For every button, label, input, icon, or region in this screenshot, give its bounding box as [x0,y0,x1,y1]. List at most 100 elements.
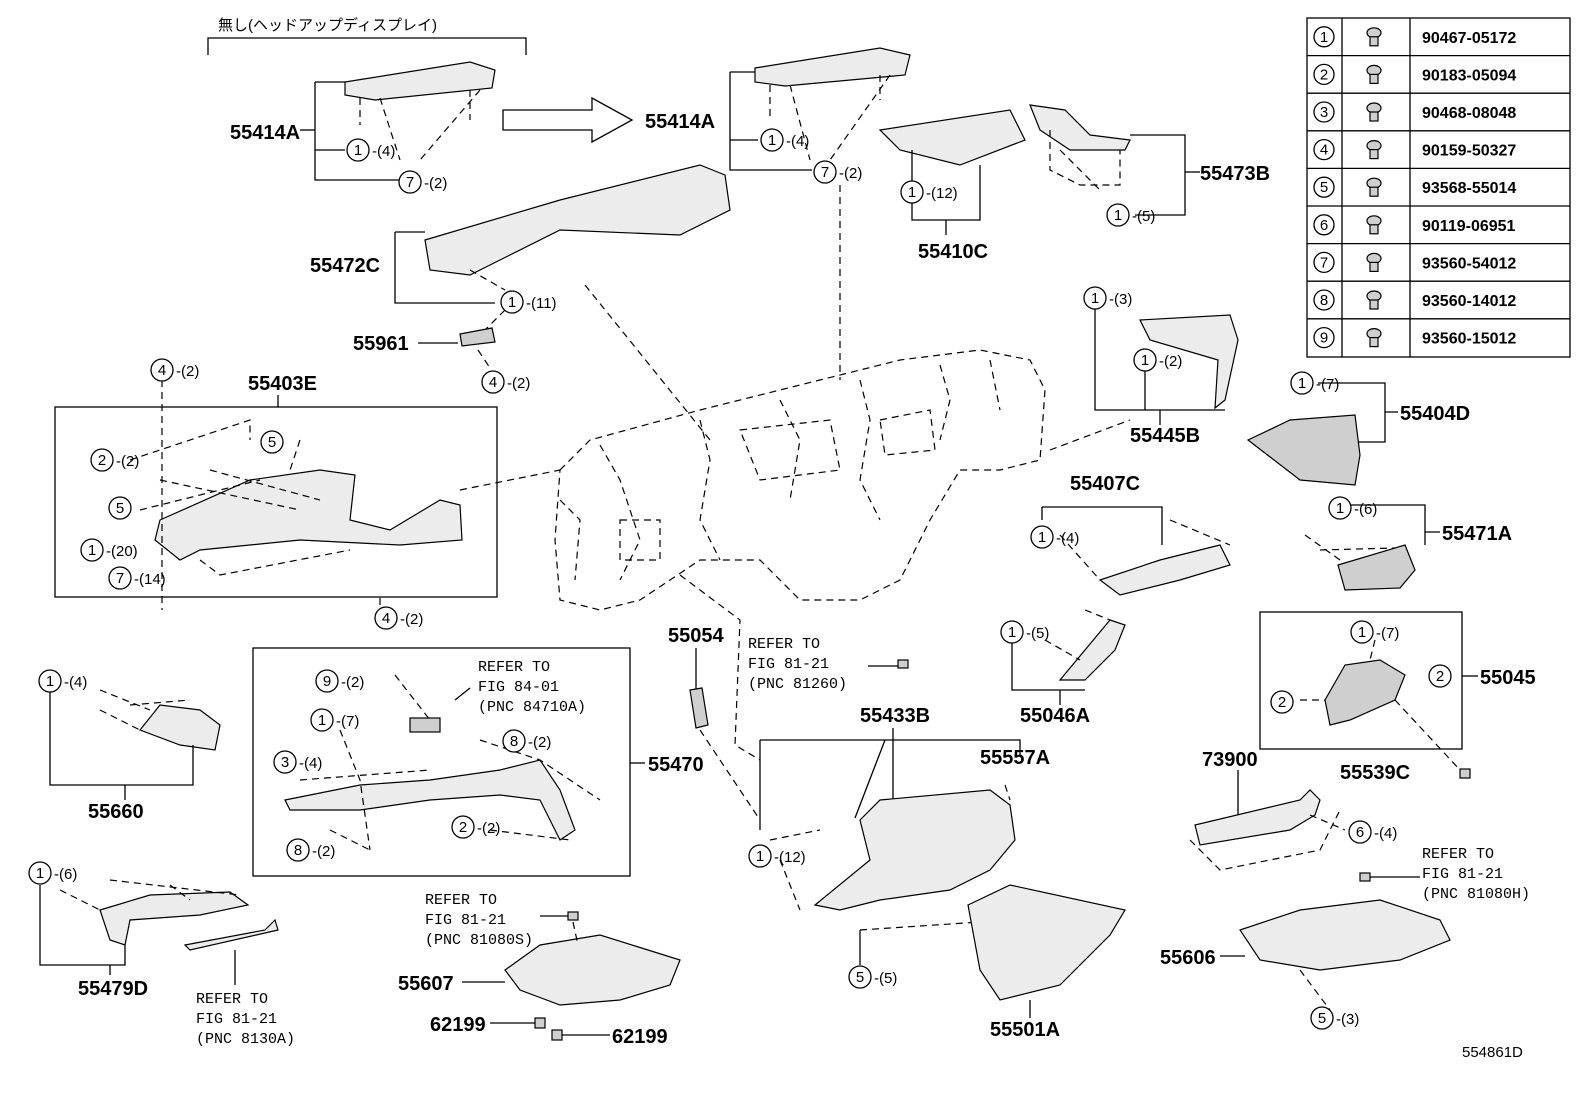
figure-id: 554861D [1462,1044,1523,1061]
table-number-circle [1313,251,1335,274]
callout-circle [90,448,114,472]
table-number-circle [1313,176,1335,198]
panel-55404d [1246,414,1361,486]
fastener-icon [1366,252,1382,272]
callout-circle [1270,690,1294,714]
callout-number: 4 [489,374,497,391]
table-number: 2 [1320,66,1328,83]
table-number: 1 [1320,29,1328,46]
note-hud: 無し(ヘッドアップディスプレイ) [218,16,437,34]
callout-number: 1 [46,673,54,690]
callout-quantity: -(4) [786,133,809,150]
callout-circle [80,538,104,562]
callout-c25: 6-(4) [1348,820,1397,844]
callout-c11: 5 [260,430,284,454]
callout-circle [1030,525,1054,549]
callout-c27: 9-(2) [315,669,364,693]
callout-number: 4 [382,610,390,627]
callout-c20: 1-(6) [1328,496,1377,520]
label-55054: 55054 [668,625,724,647]
svg-text:REFER TO: REFER TO [1422,846,1494,863]
refer-84-01: REFER TO FIG 84-01 (PNC 84710A) [478,659,586,716]
label-55433b: 55433B [860,705,930,727]
table-number: 8 [1320,292,1328,309]
callout-number: 8 [294,842,302,859]
callout-circle [38,669,62,693]
label-55479d: 55479D [78,978,148,1000]
callout-quantity: -(6) [54,866,77,883]
table-number-circle [1313,63,1335,86]
table-number-circle [1313,26,1335,48]
callout-number: 7 [406,174,414,191]
callout-number: 1 [908,184,916,201]
table-part-number: 90183-05094 [1422,67,1516,84]
fastener-icon [1366,290,1382,310]
cover-55414a-right [754,47,911,87]
callout-number: 1 [1336,500,1344,517]
label-55407c: 55407C [1070,473,1140,495]
callout-quantity: -(14) [134,571,166,588]
callout-c34: 5-(5) [848,965,897,989]
bracket-55445b [1139,314,1239,410]
callout-number: 1 [1141,352,1149,369]
fastener-icon [1366,27,1382,47]
bracket-55045 [1324,659,1406,726]
callout-c30: 8-(2) [502,729,551,753]
callout-c8: 4-(2) [150,358,199,382]
callout-c33: 1-(12) [748,844,806,868]
callout-quantity: -(5) [1026,625,1049,642]
callout-circle [1310,1006,1334,1030]
callout-circle [760,128,784,152]
callout-number: 1 [1008,624,1016,641]
callout-circle [451,815,475,839]
instrument-panel-main [554,349,1046,611]
label-55557a: 55557A [980,747,1050,769]
label-55046a: 55046A [1020,705,1090,727]
callout-c16: 1-(3) [1083,286,1132,310]
callout-circle [900,180,924,204]
svg-text:REFER TO: REFER TO [196,991,268,1008]
label-62199-a: 62199 [430,1014,486,1036]
callout-number: 2 [459,819,467,836]
callout-circle [108,566,132,590]
callout-quantity: -(2) [528,734,551,751]
callout-circle [315,669,339,693]
callout-quantity: -(2) [424,175,447,192]
callout-quantity: -(7) [336,713,359,730]
callout-quantity: -(3) [1109,291,1132,308]
table-number: 9 [1320,330,1328,347]
callout-circle [1428,664,1452,688]
svg-text:(PNC 81080H): (PNC 81080H) [1422,886,1530,903]
glovebox-door-55501a [967,884,1126,1001]
svg-text:FIG 81-21: FIG 81-21 [1422,866,1503,883]
callout-number: 3 [281,754,289,771]
callout-number: 2 [98,452,106,469]
bracket-55407c [1098,544,1231,596]
svg-text:(PNC 81080S): (PNC 81080S) [425,932,533,949]
callout-quantity: -(11) [526,295,557,312]
callout-c28: 1-(7) [310,708,359,732]
callout-quantity: -(4) [372,143,395,160]
callout-c10: 2-(2) [90,448,139,472]
table-part-number: 93560-54012 [1422,255,1516,272]
callout-quantity: -(7) [1376,625,1399,642]
callout-c35: 1-(6) [28,861,77,885]
callout-c22: 1-(7) [1350,620,1399,644]
callout-circle [481,370,505,394]
panel-55410c [878,109,1026,166]
panel-55472c [424,164,731,276]
callout-c2: 7 -(2) [398,170,447,194]
callout-quantity: -(4) [1374,825,1397,842]
callout-c32: 8-(2) [286,838,335,862]
callout-circle [500,290,524,314]
label-55660: 55660 [88,801,144,823]
part-55046a [1058,619,1126,681]
callout-c31: 2-(2) [451,815,500,839]
callout-circle [1000,620,1024,644]
callout-circle [1348,820,1372,844]
callout-circle [398,170,422,194]
refer-81080h: REFER TO FIG 81-21 (PNC 81080H) [1422,846,1530,903]
callout-c5: 1-(12) [900,180,958,204]
refer-81260: REFER TO FIG 81-21 (PNC 81260) [748,636,847,693]
table-number-circle [1313,326,1335,349]
